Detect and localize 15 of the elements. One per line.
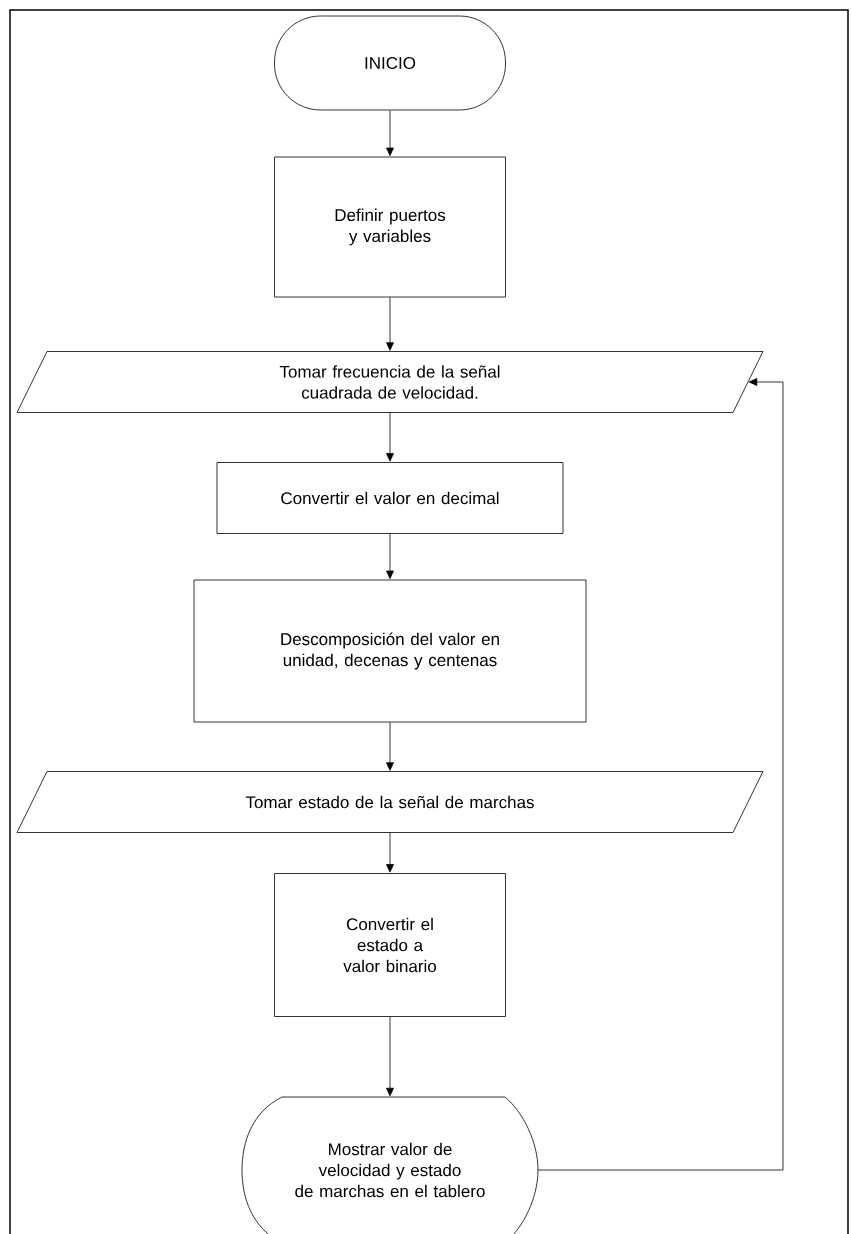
arrow [386,412,394,462]
process-box: Convertir el estado a valor binario [274,873,506,1017]
display-shape: Mostrar valor de velocidad y estado de marchas en el tablero [241,1096,539,1234]
data-parallelogram: Tomar estado de la señal de marchas [16,771,764,833]
process-box: Convertir el valor en decimal [216,462,564,534]
arrow [386,110,394,156]
process-box: Descomposición del valor en unidad, decenas y centenas [193,579,587,723]
process-box: Definir puertos y variables [274,156,506,298]
arrow [537,378,784,1171]
arrow [386,722,394,771]
arrow [386,533,394,579]
arrow [386,832,394,873]
arrow [386,1016,394,1097]
arrow [386,297,394,351]
data-parallelogram: Tomar frecuencia de la señal cuadrada de velocidad. [16,351,764,413]
